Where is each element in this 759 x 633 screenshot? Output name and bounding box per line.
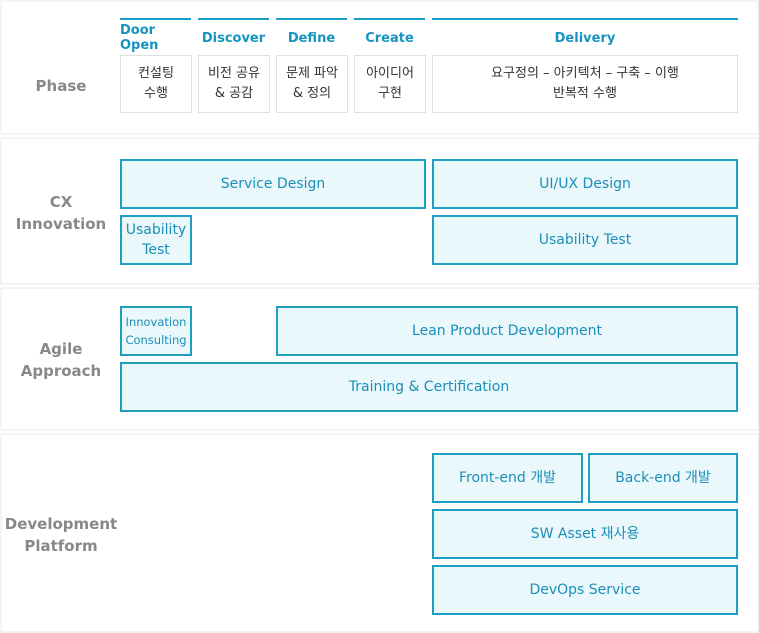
backend-box: Back-end 개발 — [588, 453, 738, 503]
frontend-box: Front-end 개발 — [432, 453, 583, 503]
phase-door-open-title: Door Open — [120, 18, 191, 56]
development-platform-label: Development Platform — [4, 515, 118, 555]
innovation-consulting-box: Innovation Consulting — [120, 306, 192, 356]
phase-create-title: Create — [354, 18, 425, 56]
phase-define-title: Define — [276, 18, 347, 56]
training-certification-box: Training & Certification — [120, 362, 738, 412]
phase-label: Phase — [35, 77, 87, 95]
phase-discover-title: Discover — [198, 18, 269, 56]
service-design-box: Service Design — [120, 159, 426, 209]
usability-test-left-box: Usability Test — [120, 215, 192, 265]
usability-test-right-box: Usability Test — [432, 215, 738, 265]
agile-approach-label: Agile Approach — [20, 340, 102, 380]
sw-asset-box: SW Asset 재사용 — [432, 509, 738, 559]
lean-product-development-box: Lean Product Development — [276, 306, 738, 356]
phase-create-desc: 아이디어 구현 — [354, 55, 426, 113]
phase-delivery-title: Delivery — [432, 18, 738, 56]
phase-define-desc: 문제 파악 & 정의 — [276, 55, 348, 113]
cx-innovation-label: CX Innovation — [15, 193, 107, 233]
phase-door-open-desc: 컨설팅 수행 — [120, 55, 192, 113]
uiux-design-box: UI/UX Design — [432, 159, 738, 209]
phase-delivery-desc: 요구정의 – 아키텍처 – 구축 – 이행 반복적 수행 — [432, 55, 738, 113]
phase-discover-desc: 비전 공유 & 공감 — [198, 55, 270, 113]
devops-service-box: DevOps Service — [432, 565, 738, 615]
